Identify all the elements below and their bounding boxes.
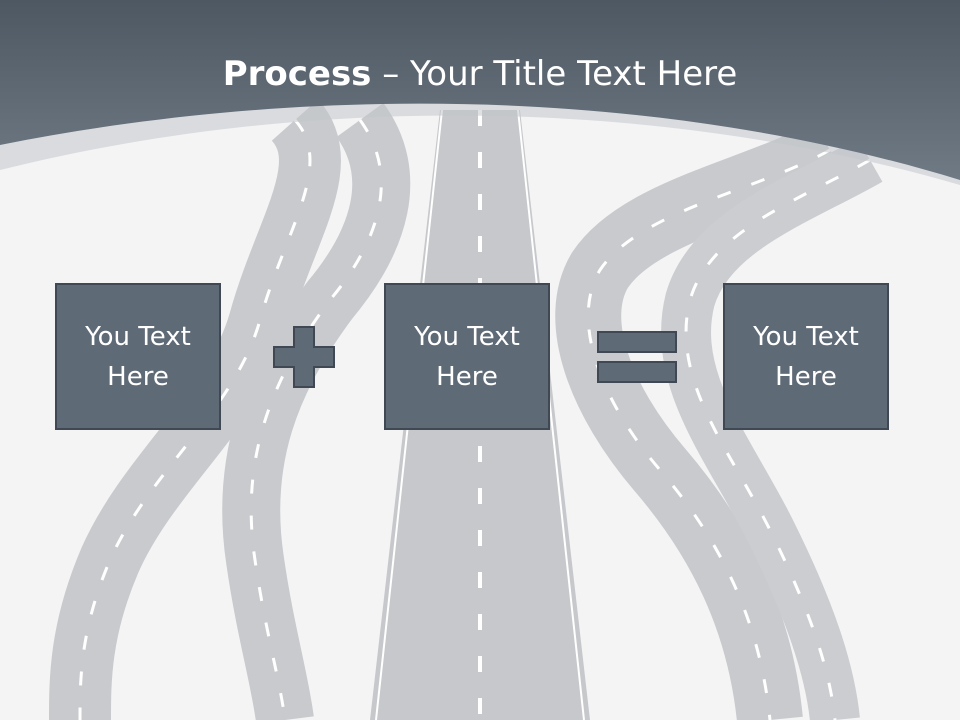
text-box-1[interactable]: You Text Here xyxy=(55,283,221,430)
title-rest: – Your Title Text Here xyxy=(371,54,738,94)
equals-icon xyxy=(597,331,677,383)
text-box-3-label: You Text Here xyxy=(753,321,859,392)
slide-title: Process – Your Title Text Here xyxy=(0,52,960,96)
header-band xyxy=(0,0,960,180)
text-box-2[interactable]: You Text Here xyxy=(384,283,550,430)
title-bold: Process xyxy=(222,54,372,94)
text-box-1-label: You Text Here xyxy=(85,321,191,392)
plus-icon xyxy=(273,326,335,388)
text-box-2-label: You Text Here xyxy=(414,321,520,392)
text-box-3[interactable]: You Text Here xyxy=(723,283,889,430)
right-road xyxy=(555,121,883,720)
